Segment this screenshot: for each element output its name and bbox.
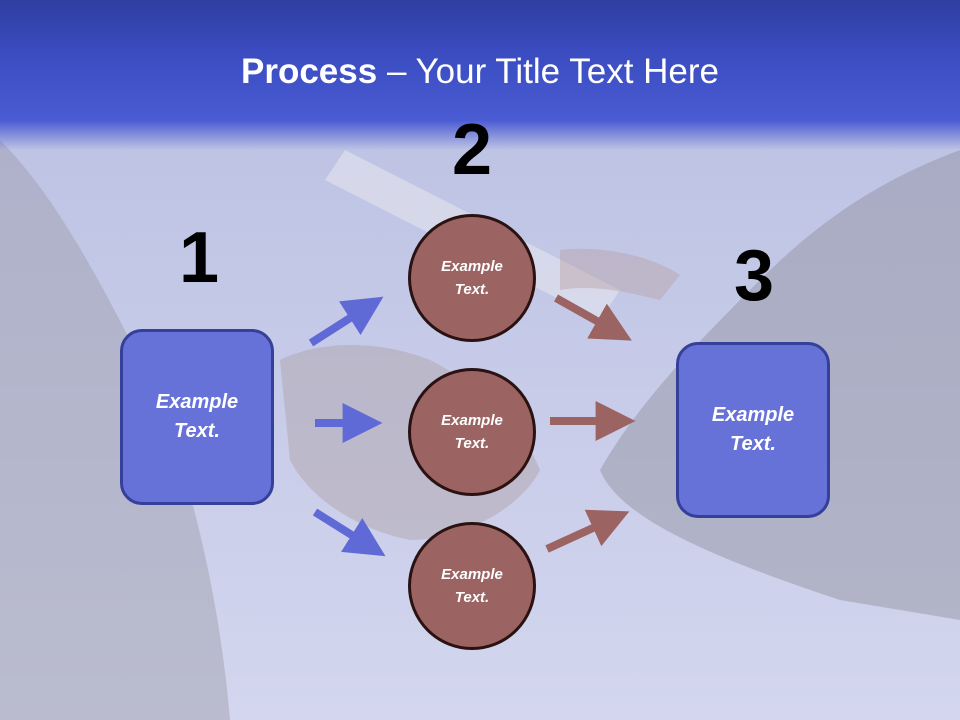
step-3-text-line2: Text. — [730, 433, 776, 455]
step-1-text-line2: Text. — [174, 420, 220, 442]
step-3-number: 3 — [733, 236, 775, 316]
title-bold: Process — [241, 52, 378, 91]
step-1-text-line1: Example — [155, 391, 239, 413]
red-arrow-down — [554, 294, 632, 341]
blue-arrow-down — [312, 508, 386, 557]
title-rest: – Your Title Text Here — [377, 52, 719, 91]
step-3-text-line1: Example — [711, 404, 795, 426]
blue-arrow-up — [308, 296, 384, 347]
red-arrow-up — [545, 509, 630, 553]
circle-bottom-text-line2: Text. — [454, 589, 490, 606]
step-2-number: 2 — [451, 110, 493, 190]
circle-top-text-line1: Example — [441, 258, 503, 275]
circle-bottom-text-line1: Example — [441, 566, 503, 583]
title-band — [0, 0, 960, 150]
circle-top-text-line2: Text. — [454, 281, 490, 298]
circle-middle-text-line1: Example — [441, 412, 503, 429]
page-title: Process – Your Title Text Here — [0, 52, 960, 92]
circle-middle-text-line2: Text. — [454, 435, 490, 452]
step-1-number: 1 — [178, 218, 220, 298]
